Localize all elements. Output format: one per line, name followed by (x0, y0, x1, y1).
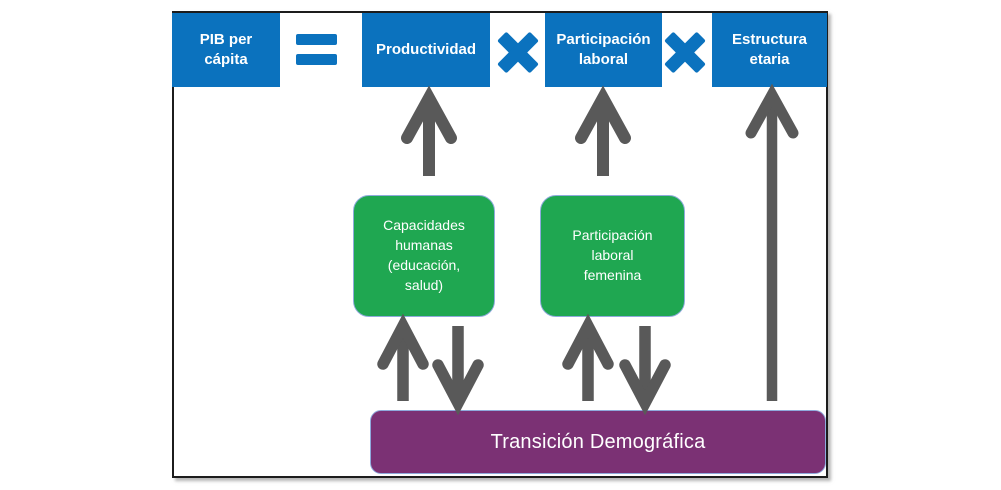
box-participacion-laboral-femenina-label: Participación laboral femenina (572, 227, 653, 283)
box-productividad-label: Productividad (375, 41, 476, 59)
box-participacion-laboral: Participación laboral (545, 13, 662, 87)
box-pib-per-capita: PIB per cápita (172, 13, 280, 87)
box-participacion-laboral-femenina: Participación laboral femenina (540, 195, 685, 317)
box-capacidades-humanas-label: Capacidades humanas (educación, salud) (383, 217, 465, 293)
box-estructura-etaria: Estructura etaria (712, 13, 827, 87)
box-participacion-laboral-label: Participación laboral (556, 31, 651, 68)
diagram-frame (172, 11, 828, 478)
box-capacidades-humanas: Capacidades humanas (educación, salud) (353, 195, 495, 317)
box-transicion-demografica-label: Transición Demográfica (490, 430, 706, 453)
multiply-icon (663, 30, 707, 74)
multiply-icon (496, 30, 540, 74)
box-estructura-etaria-label: Estructura etaria (731, 31, 808, 68)
box-productividad: Productividad (362, 13, 490, 87)
equals-icon (296, 34, 337, 66)
box-pib-per-capita-label: PIB per cápita (199, 31, 253, 68)
box-transicion-demografica: Transición Demográfica (370, 410, 826, 474)
